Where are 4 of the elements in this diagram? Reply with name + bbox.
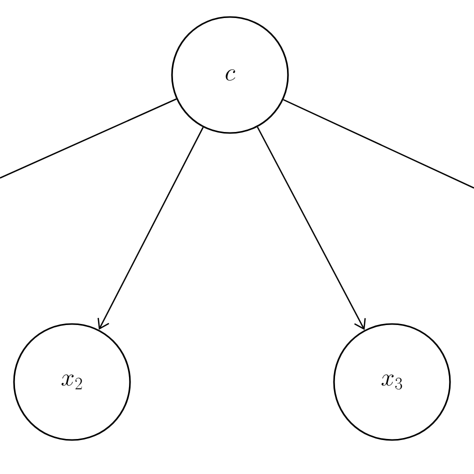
line	[0, 98, 177, 179]
line	[283, 99, 474, 189]
arrow	[256, 126, 366, 330]
arrow	[98, 126, 204, 330]
